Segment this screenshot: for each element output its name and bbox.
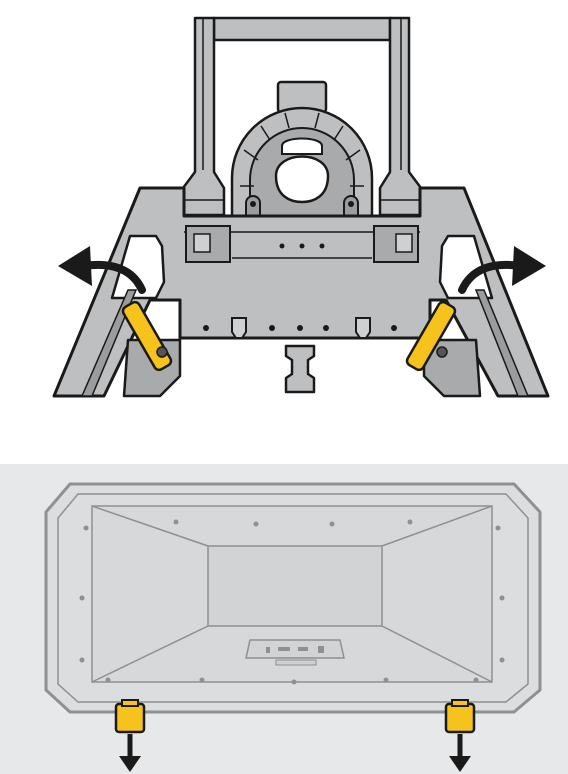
panel-screws: [79, 519, 505, 685]
stand-base: [52, 186, 550, 398]
mount-hook: [281, 137, 323, 155]
base-screws: [203, 243, 397, 331]
arrow-down-icon: [449, 734, 471, 772]
display-illustration: [0, 464, 568, 774]
left-locking-lever: [121, 300, 173, 372]
front-clip-left: [231, 317, 247, 339]
monitor-inner-rim: [57, 493, 529, 703]
right-display-clip: [444, 699, 476, 734]
left-leg-rail: [80, 289, 138, 397]
left-display-clip: [114, 699, 146, 734]
right-locking-lever: [405, 300, 457, 372]
arrow-down-icon: [119, 734, 141, 772]
front-clip-right: [355, 317, 371, 339]
port-panel: [245, 639, 345, 666]
center-clamp: [284, 344, 316, 394]
panel-bevels: [91, 505, 493, 683]
mount-plate: [207, 545, 383, 627]
stand-illustration: [52, 16, 550, 398]
mount-ribs: [240, 112, 364, 187]
curved-arrow-right-icon: [458, 246, 546, 294]
curved-arrow-left-icon: [58, 246, 146, 294]
right-leg-rail: [474, 289, 530, 397]
frame-top-bar: [212, 16, 392, 42]
mount-keyhole: [274, 155, 330, 204]
base-right-cutout: [438, 234, 494, 300]
base-left-cutout: [110, 234, 166, 300]
